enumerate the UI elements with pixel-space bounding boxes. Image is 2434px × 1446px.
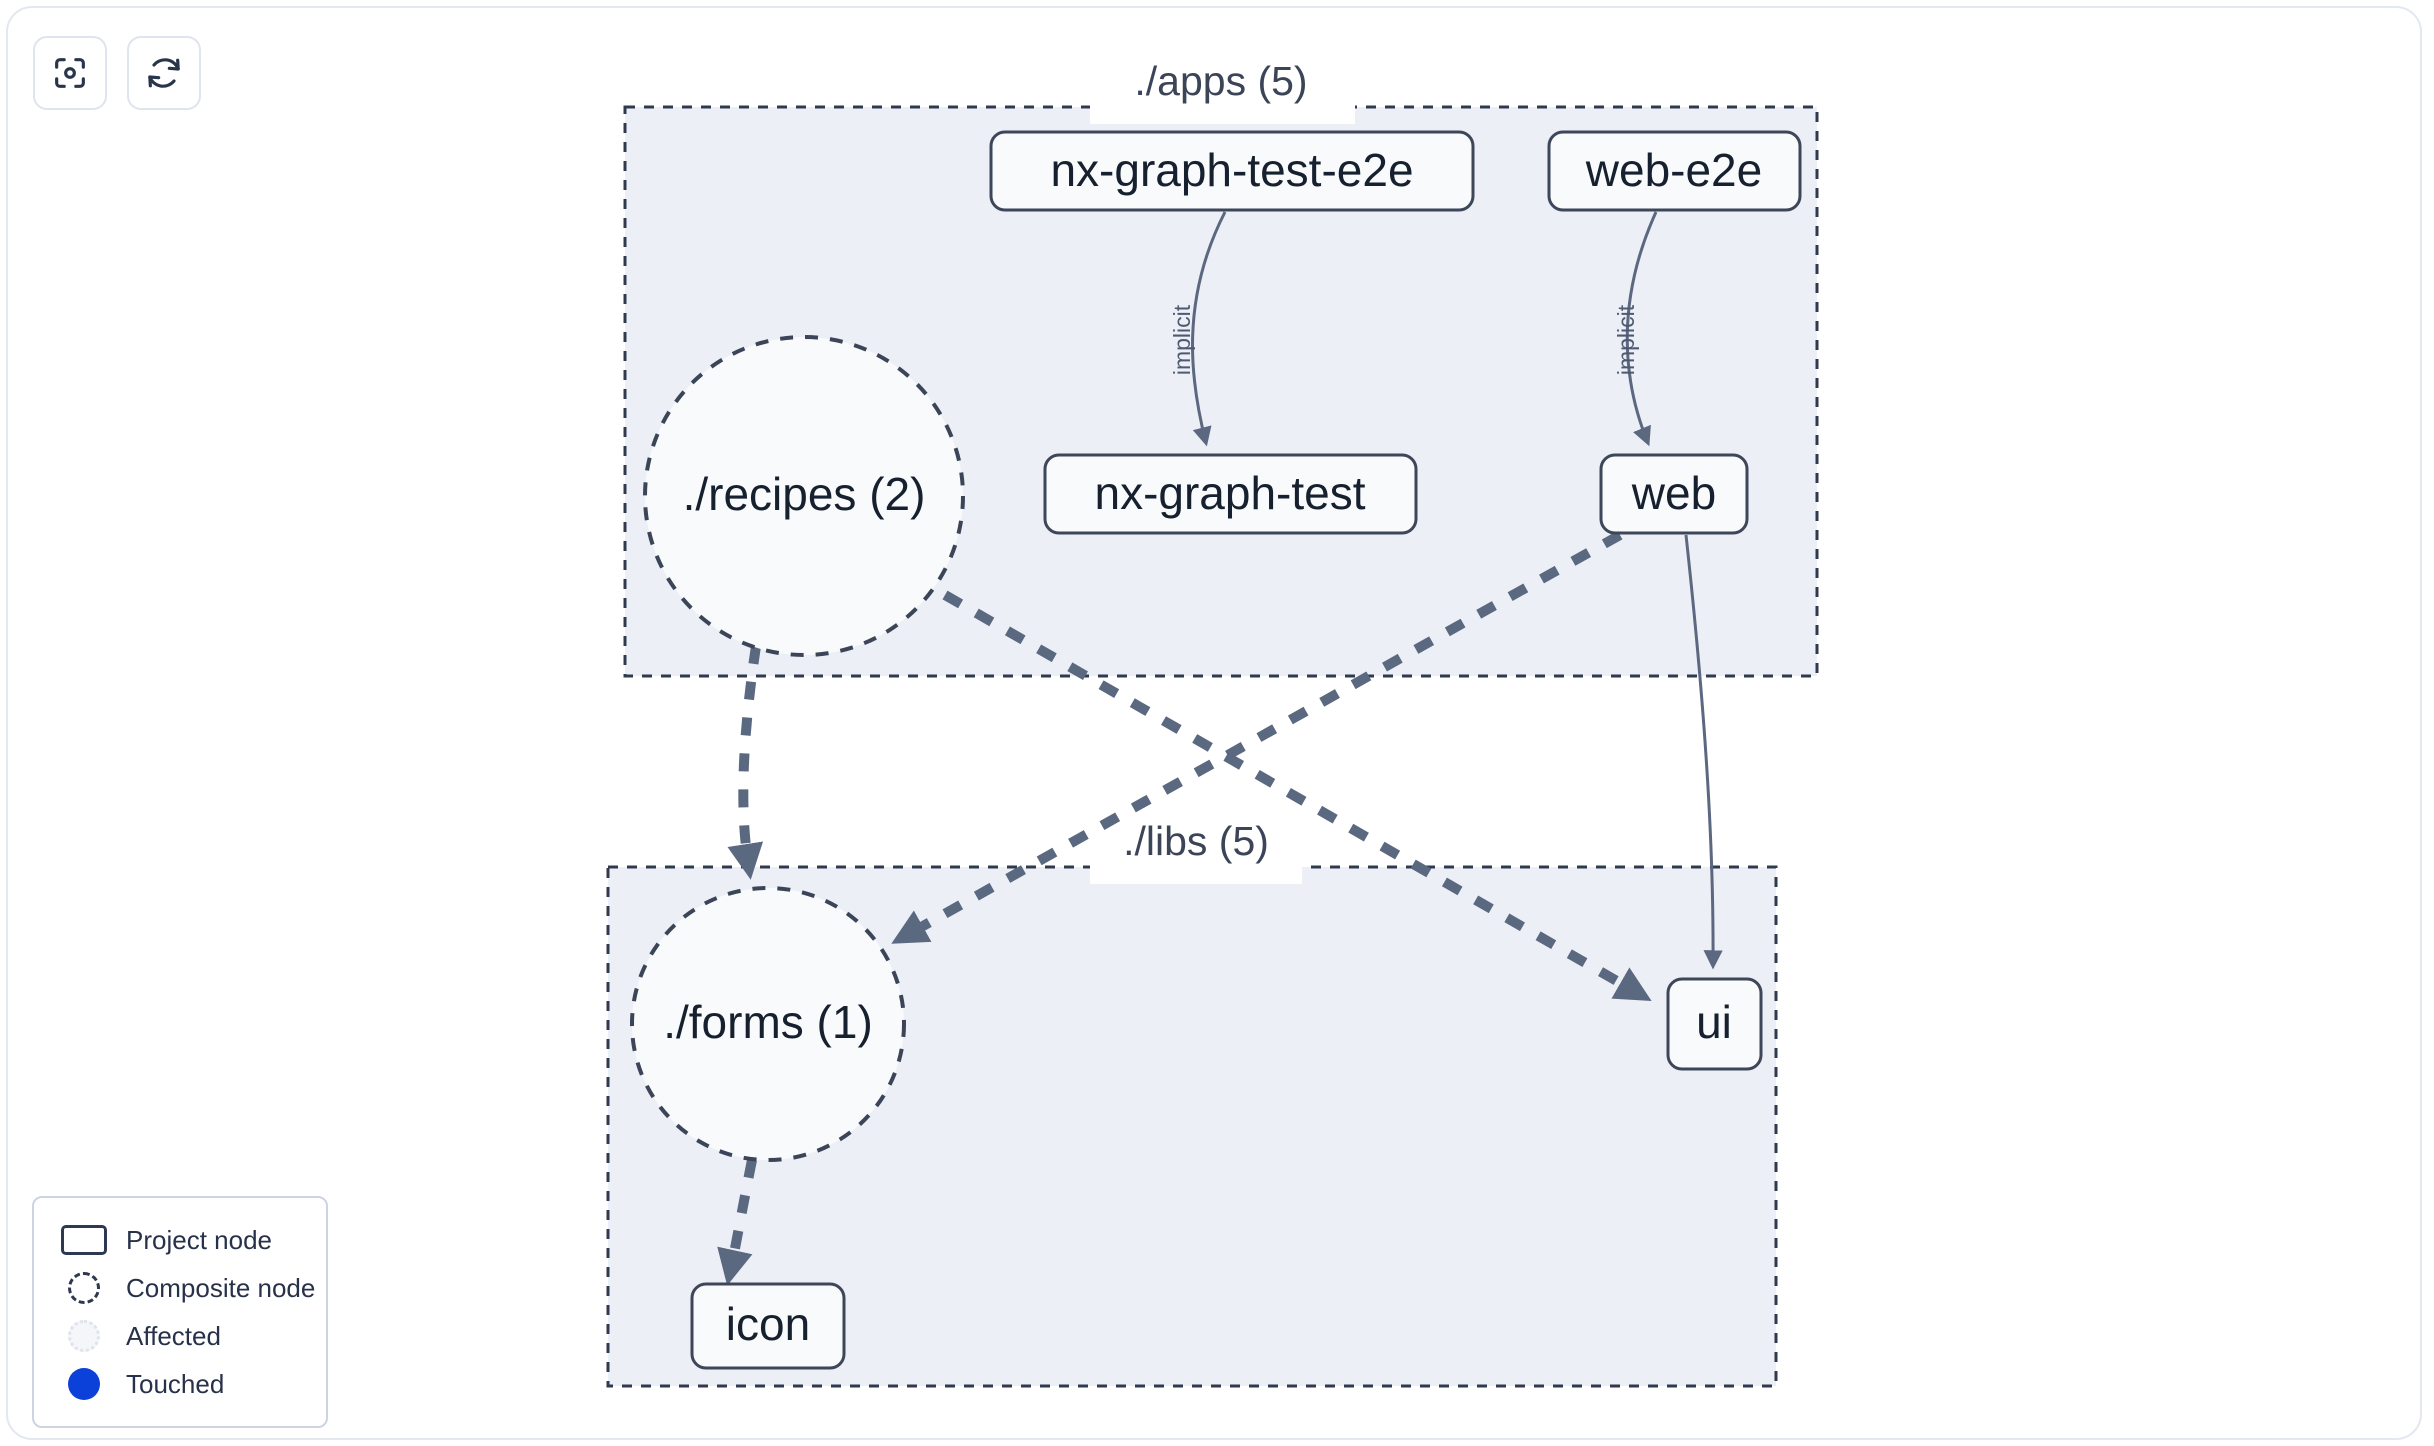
affected-swatch — [56, 1320, 112, 1352]
legend-item-project-node: Project node — [56, 1216, 304, 1264]
legend-label-composite-node: Composite node — [126, 1272, 316, 1303]
legend-label-affected: Affected — [126, 1320, 221, 1351]
graph-toolbar — [33, 36, 201, 110]
graph-canvas-panel[interactable] — [6, 6, 2422, 1440]
refresh-icon — [144, 53, 184, 93]
legend-label-project-node: Project node — [126, 1224, 272, 1255]
project-node-swatch — [56, 1225, 112, 1255]
legend-item-composite-node: Composite node — [56, 1264, 315, 1312]
graph-legend: Project node Composite node Affected Tou… — [32, 1196, 328, 1428]
focus-graph-button[interactable] — [33, 36, 107, 110]
viewfinder-icon — [50, 53, 90, 93]
composite-node-swatch — [56, 1272, 112, 1304]
legend-item-affected: Affected — [56, 1312, 304, 1360]
refresh-graph-button[interactable] — [127, 36, 201, 110]
legend-item-touched: Touched — [56, 1360, 304, 1408]
touched-swatch — [56, 1368, 112, 1400]
legend-label-touched: Touched — [126, 1368, 225, 1399]
